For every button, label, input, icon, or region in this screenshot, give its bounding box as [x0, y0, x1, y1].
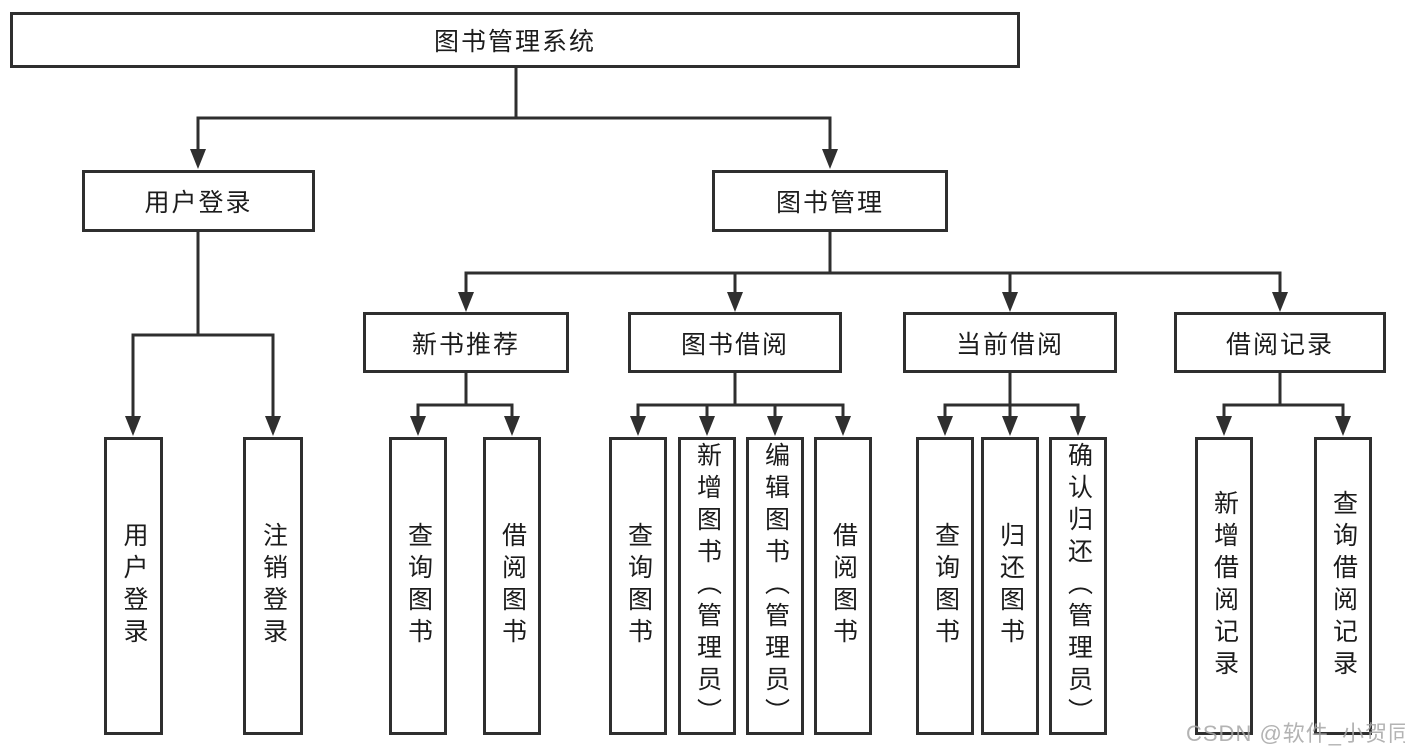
leaf-borrow-books-borrowing: 借阅图书: [814, 437, 872, 735]
leaf-edit-books-admin: 编辑图书（管理员）: [746, 437, 804, 735]
leaf-add-borrow-record: 新增借阅记录: [1195, 437, 1253, 735]
leaf-label: 查询图书: [931, 522, 960, 650]
leaf-return-books: 归还图书: [981, 437, 1039, 735]
leaf-label: 编辑图书（管理员）: [761, 442, 790, 730]
leaf-query-borrow-record: 查询借阅记录: [1314, 437, 1372, 735]
node-user-login: 用户登录: [82, 170, 315, 232]
leaf-label: 归还图书: [996, 522, 1025, 650]
node-label: 用户登录: [144, 189, 253, 217]
node-label: 当前借阅: [955, 330, 1064, 359]
node-current-borrowing: 当前借阅: [903, 312, 1117, 373]
leaf-label: 查询图书: [624, 522, 653, 650]
node-new-book-recommend: 新书推荐: [363, 312, 569, 373]
leaf-label: 借阅图书: [829, 522, 858, 650]
watermark-text: CSDN @软件_小贺同学: [1186, 721, 1405, 746]
node-label: 图书管理系统: [433, 28, 596, 56]
leaf-confirm-return-admin: 确认归还（管理员）: [1049, 437, 1107, 735]
leaf-borrow-books-recommend: 借阅图书: [483, 437, 541, 735]
node-label: 图书管理: [775, 189, 884, 217]
leaf-label: 用户登录: [120, 522, 148, 650]
leaf-label: 借阅图书: [498, 522, 527, 650]
leaf-add-books-admin: 新增图书（管理员）: [678, 437, 736, 735]
leaf-label: 新增图书（管理员）: [693, 442, 722, 730]
node-book-borrowing: 图书借阅: [628, 312, 842, 373]
leaf-label: 查询借阅记录: [1329, 490, 1358, 682]
leaf-user-login: 用户登录: [104, 437, 163, 735]
leaf-label: 查询图书: [404, 522, 433, 650]
leaf-label: 确认归还（管理员）: [1064, 442, 1093, 730]
leaf-label: 注销登录: [259, 522, 288, 650]
node-book-management: 图书管理: [712, 170, 948, 232]
leaf-label: 新增借阅记录: [1210, 490, 1239, 682]
node-borrowing-records: 借阅记录: [1174, 312, 1386, 373]
node-label: 图书借阅: [680, 330, 789, 359]
node-label: 借阅记录: [1225, 330, 1334, 359]
leaf-query-books-recommend: 查询图书: [389, 437, 447, 735]
node-label: 新书推荐: [411, 330, 520, 359]
leaf-logout: 注销登录: [243, 437, 303, 735]
leaf-query-books-borrowing: 查询图书: [609, 437, 667, 735]
leaf-query-books-current: 查询图书: [916, 437, 974, 735]
node-library-management-system: 图书管理系统: [10, 12, 1020, 68]
